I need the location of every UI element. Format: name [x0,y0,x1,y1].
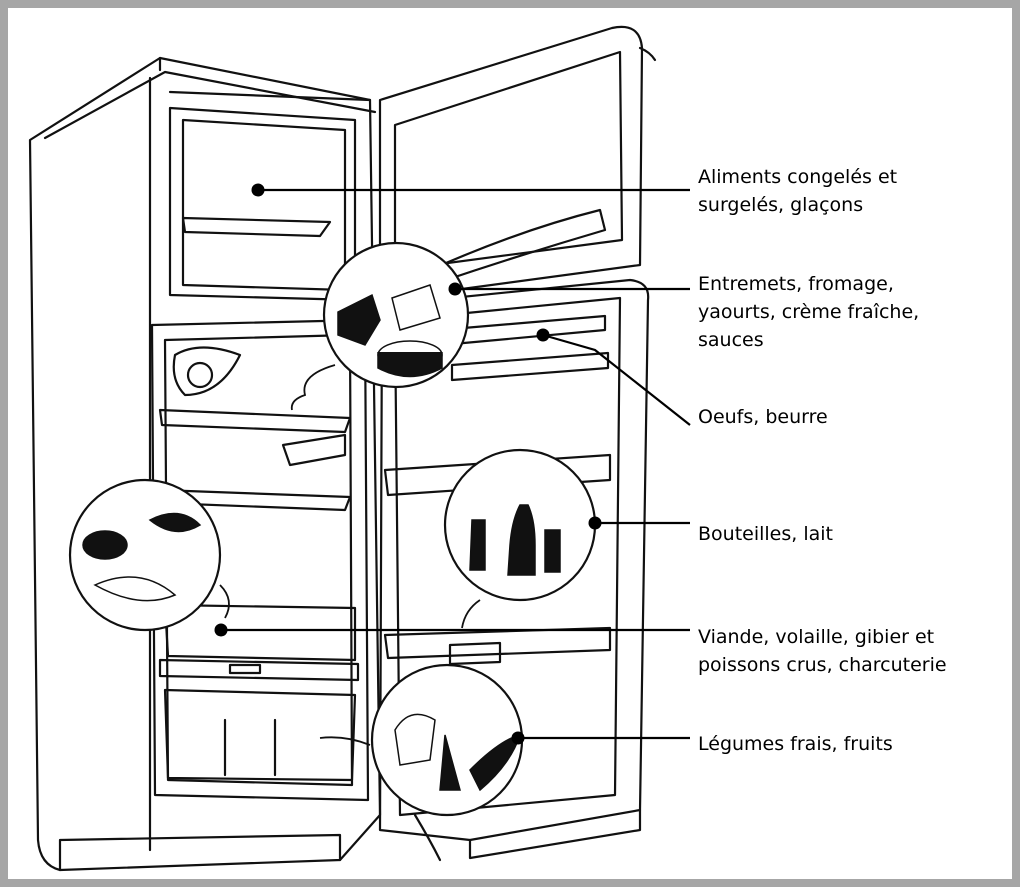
label-eggs-butter: Oeufs, beurre [698,406,828,428]
dot-eggs [536,328,550,342]
dot-frozen [251,183,265,197]
callout-line-eggs [542,333,691,426]
fridge-door [378,278,650,842]
label-dairy: Entremets, fromage, yaourts, crème fraîc… [698,273,920,351]
fridge-cabinet [28,56,382,872]
dot-vegetables [511,731,525,745]
dot-dairy [448,282,462,296]
freezer-door [378,25,644,302]
dot-meat [214,623,228,637]
label-bottles-milk: Bouteilles, lait [698,523,833,545]
fridge-compartment [150,318,370,802]
label-frozen-foods: Aliments congelés et surgelés, glaçons [698,166,898,216]
freezer-compartment [168,106,357,302]
label-meat-fish: Viande, volaille, gibier et poissons cru… [698,626,947,676]
label-vegetables-fruits: Légumes frais, fruits [698,733,893,755]
dot-bottles [588,516,602,530]
